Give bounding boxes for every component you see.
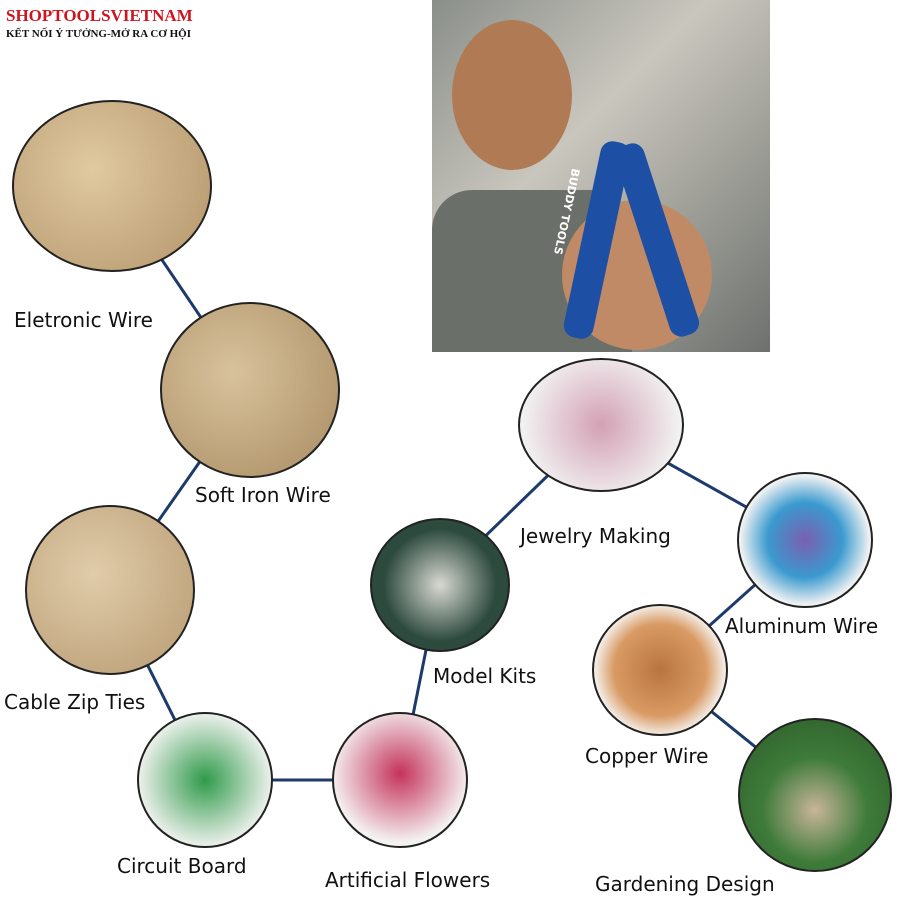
cable-zip-ties-image — [25, 505, 195, 675]
use-label: Eletronic Wire — [14, 308, 153, 332]
use-label: Soft Iron Wire — [195, 483, 331, 507]
use-label: Gardening Design — [595, 872, 775, 896]
use-label: Circuit Board — [117, 854, 247, 878]
circuit-board-image — [137, 712, 273, 848]
use-label: Jewelry Making — [520, 524, 671, 548]
use-label: Model Kits — [433, 664, 537, 688]
soft-iron-wire-image — [160, 302, 340, 478]
use-label: Cable Zip Ties — [4, 690, 146, 714]
aluminum-wire-image — [737, 472, 873, 608]
product-photo: BUDDY TOOLS — [432, 0, 770, 352]
use-label: Artificial Flowers — [325, 868, 491, 892]
brand-name: SHOPTOOLSVIETNAM — [6, 6, 193, 25]
brand-tagline: KẾT NỐI Ý TƯỞNG-MỞ RA CƠ HỘI — [6, 28, 191, 40]
jewelry-making-image — [518, 358, 684, 492]
electronic-wire-image — [12, 100, 212, 272]
use-label: Aluminum Wire — [725, 614, 879, 638]
gardening-design-image — [738, 718, 892, 872]
use-label: Copper Wire — [585, 744, 709, 768]
model-kits-image — [370, 518, 510, 652]
artificial-flowers-image — [332, 712, 468, 848]
copper-wire-image — [592, 604, 728, 736]
